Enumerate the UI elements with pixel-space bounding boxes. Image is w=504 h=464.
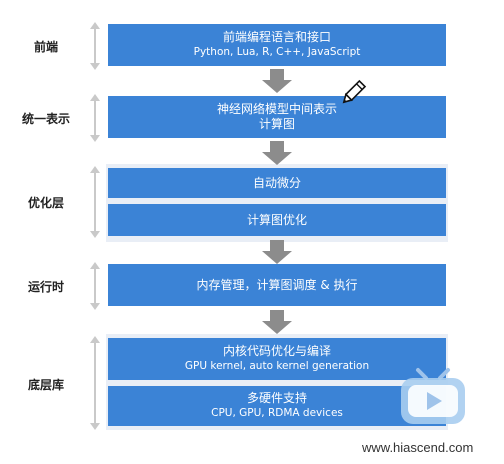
- tv-logo-icon: [401, 368, 465, 424]
- box-runtime: 内存管理，计算图调度 & 执行: [108, 264, 446, 306]
- box-graph-opt: 计算图优化: [108, 204, 446, 236]
- box-kernel: 内核代码优化与编译 GPU kernel, auto kernel genera…: [108, 338, 446, 380]
- down-arrow-4: [262, 310, 292, 334]
- down-arrow-1: [262, 69, 292, 93]
- layer-label-frontend: 前端: [33, 40, 58, 54]
- box-kernel-subtitle: GPU kernel, auto kernel generation: [184, 360, 370, 372]
- layer-label-optimization: 优化层: [27, 196, 64, 210]
- box-autodiff: 自动微分: [108, 168, 446, 198]
- box-runtime-title: 内存管理，计算图调度 & 执行: [196, 277, 358, 292]
- range-indicator-optimization: [90, 166, 100, 238]
- box-graph-opt-title: 计算图优化: [246, 212, 307, 227]
- range-indicator-unified: [90, 94, 100, 142]
- range-indicator-lowlevel: [90, 336, 100, 430]
- layer-label-runtime: 运行时: [27, 280, 64, 294]
- box-unified-subtitle: 计算图: [258, 117, 295, 131]
- layer-label-lowlevel: 底层库: [27, 378, 64, 392]
- box-autodiff-title: 自动微分: [252, 175, 301, 190]
- box-unified-title: 神经网络模型中间表示: [216, 102, 337, 116]
- box-hardware-title: 多硬件支持: [246, 391, 307, 405]
- pencil-icon[interactable]: [338, 78, 368, 108]
- down-arrow-2: [262, 141, 292, 165]
- down-arrow-3: [262, 240, 292, 264]
- box-unified: 神经网络模型中间表示 计算图: [108, 96, 446, 138]
- box-frontend-subtitle: Python, Lua, R, C++, JavaScript: [193, 46, 361, 58]
- box-hardware: 多硬件支持 CPU, GPU, RDMA devices: [108, 386, 446, 426]
- box-frontend-title: 前端编程语言和接口: [222, 30, 331, 44]
- range-indicator-runtime: [90, 262, 100, 310]
- layer-label-unified: 统一表示: [21, 112, 70, 126]
- watermark-text: www.hiascend.com: [362, 440, 474, 455]
- box-frontend: 前端编程语言和接口 Python, Lua, R, C++, JavaScrip…: [108, 24, 446, 66]
- box-hardware-subtitle: CPU, GPU, RDMA devices: [211, 407, 343, 419]
- range-indicator-frontend: [90, 22, 100, 70]
- box-kernel-title: 内核代码优化与编译: [222, 344, 331, 358]
